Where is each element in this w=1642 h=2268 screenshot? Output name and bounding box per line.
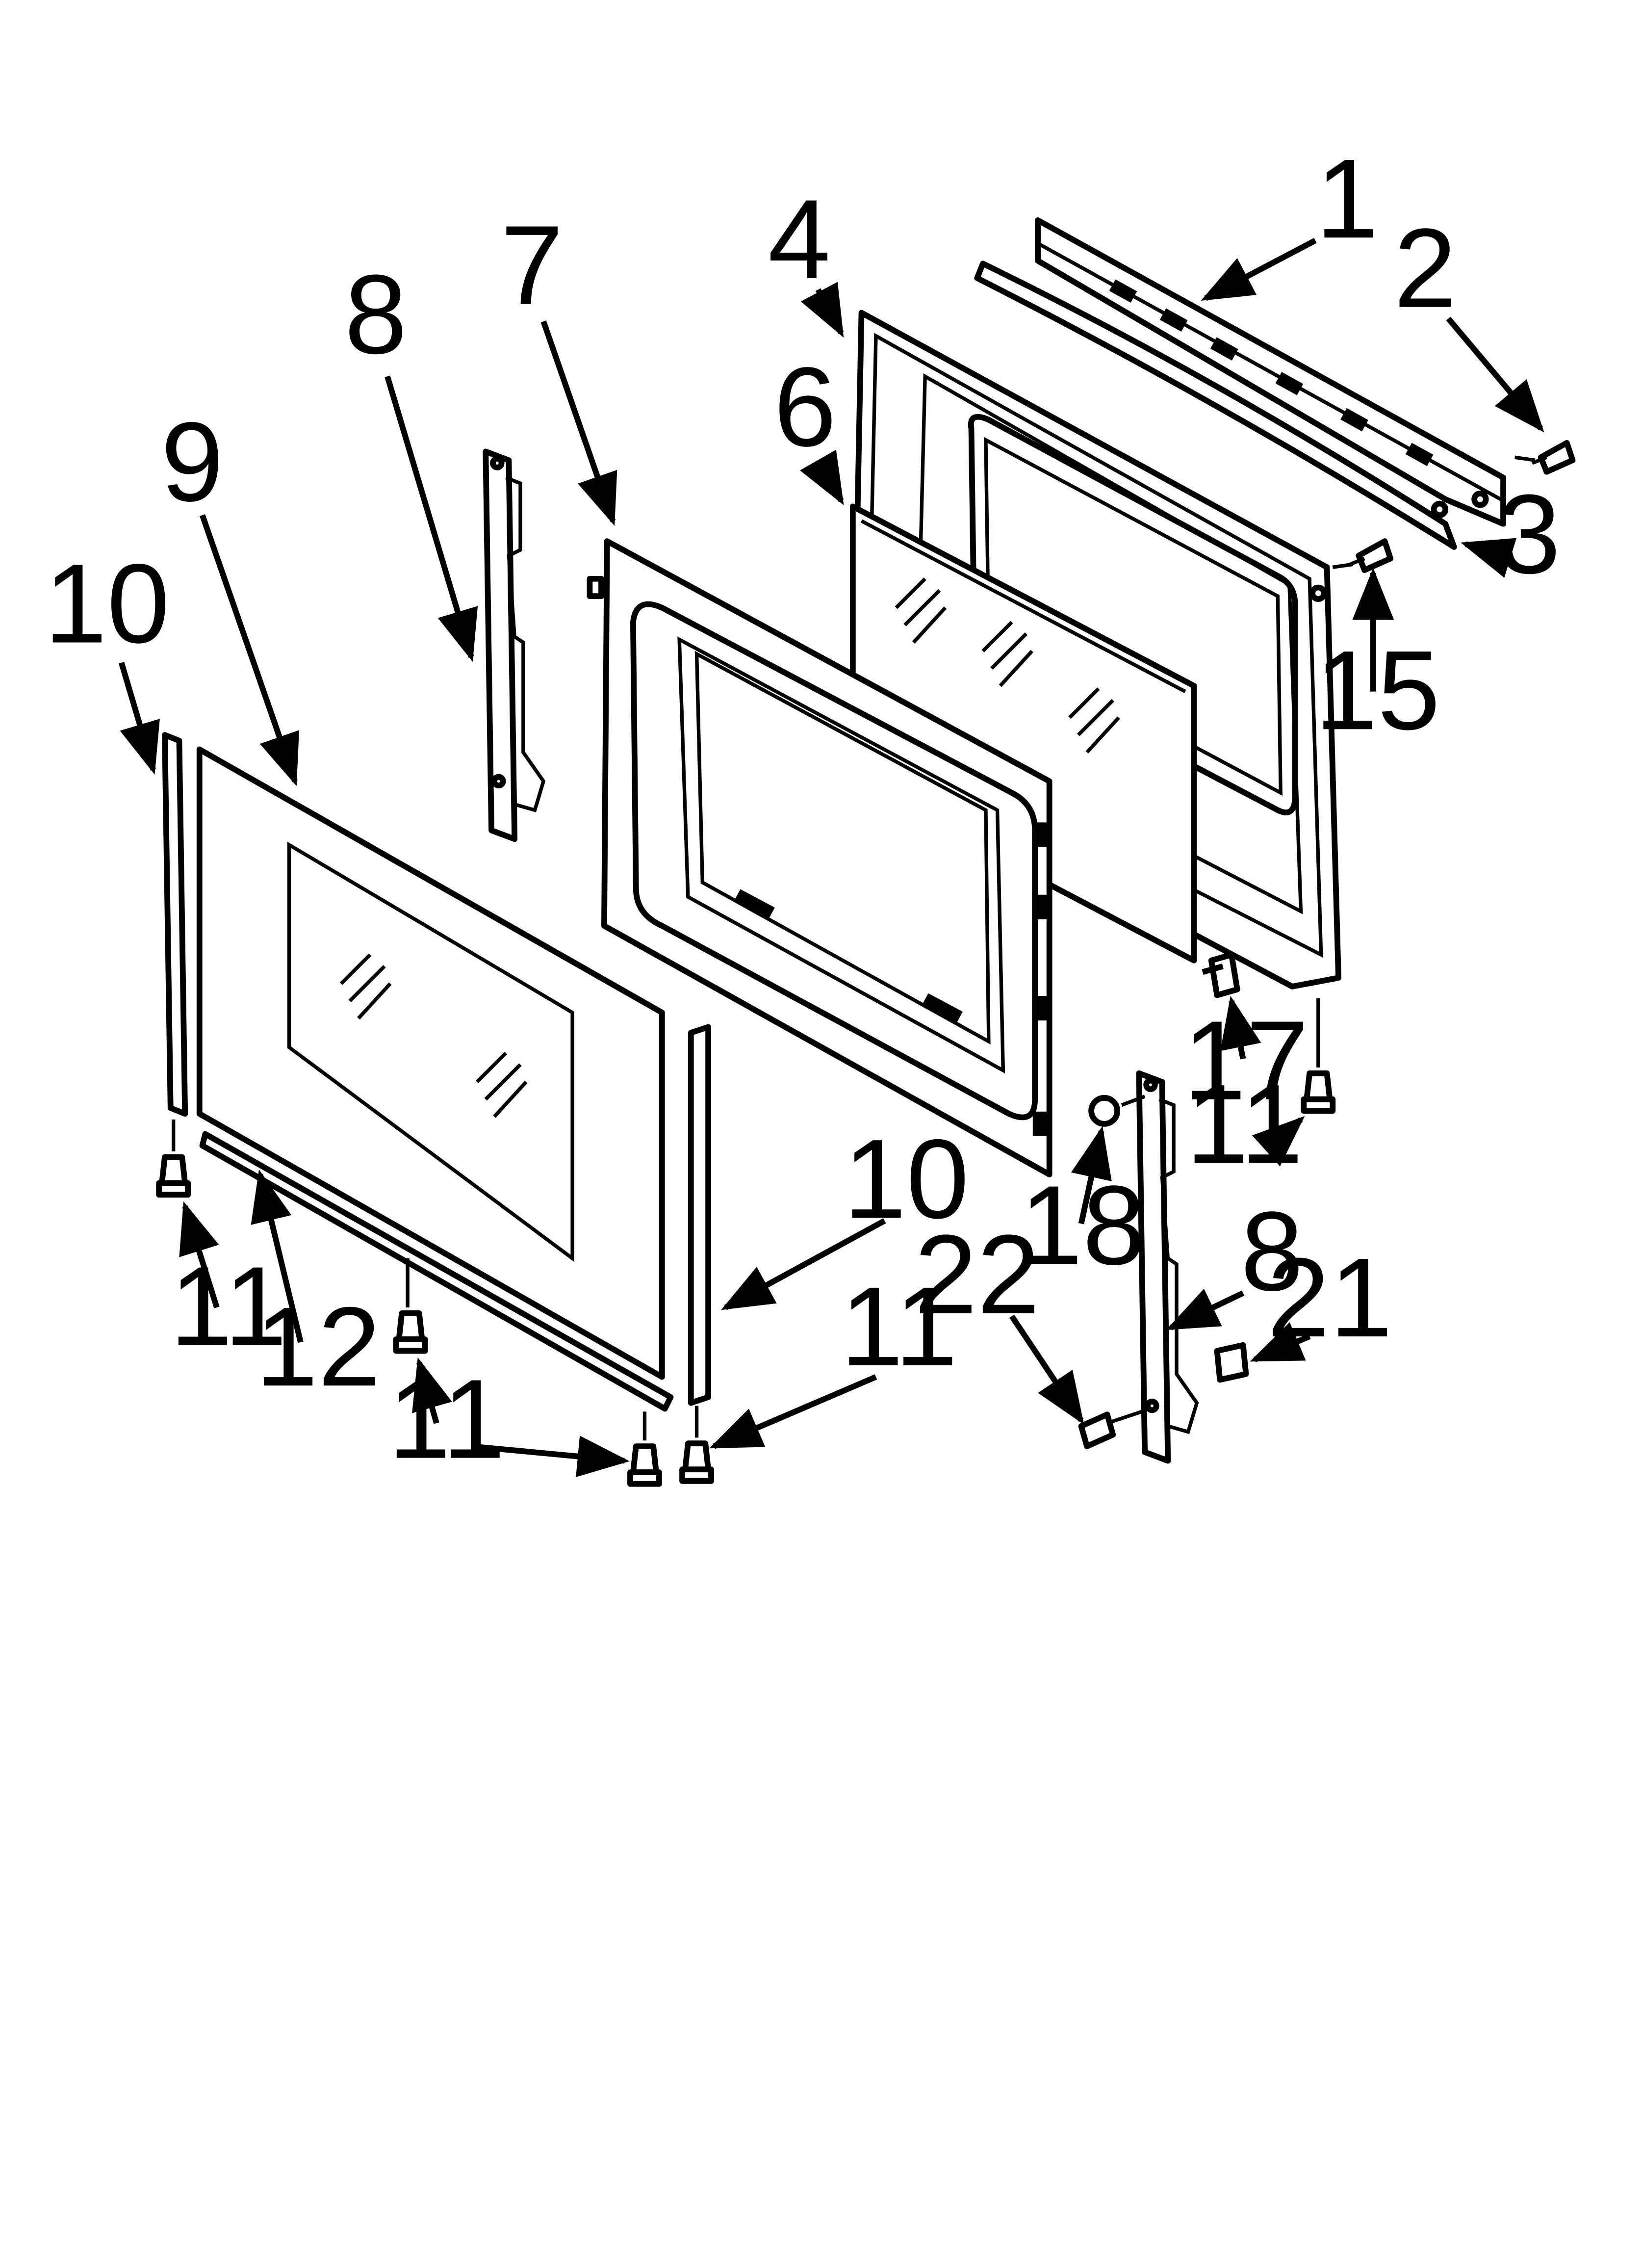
outer-glass-glare — [339, 953, 528, 1118]
callout-8-right: 8 — [1241, 1188, 1304, 1314]
callout-11-a: 11 — [170, 1243, 287, 1369]
callout-21: 21 — [1267, 1234, 1393, 1360]
part-outer-glass — [196, 746, 665, 1380]
callout-7: 7 — [501, 202, 564, 328]
vent-slots — [1109, 279, 1434, 467]
callout-2: 2 — [1394, 205, 1457, 331]
callout-labels: 1 2 3 4 6 7 8 8 9 10 10 11 11 11 11 12 1… — [44, 135, 1561, 1482]
part-side-trim-left — [162, 732, 188, 1117]
part-hinge-right — [1136, 1070, 1199, 1464]
callout-9: 9 — [161, 399, 224, 525]
callout-10-left: 10 — [44, 540, 170, 666]
part-screw-11-e — [1301, 1070, 1336, 1114]
part-screw-11-b — [393, 1310, 428, 1354]
callout-18: 18 — [1020, 1162, 1146, 1288]
callout-11-c: 11 — [841, 1263, 958, 1389]
leader-lines — [118, 237, 1544, 1477]
callout-11-d: 11 — [1186, 1061, 1303, 1187]
part-door-handle — [974, 261, 1457, 550]
callout-22: 22 — [914, 1211, 1040, 1337]
frame-tabs — [587, 575, 1049, 1136]
part-screw-11-d — [679, 1440, 714, 1484]
part-clip-21 — [1214, 1342, 1249, 1383]
part-screw-11-c — [627, 1443, 662, 1487]
part-vent-trim — [1035, 217, 1506, 527]
callout-11-b: 11 — [388, 1356, 505, 1482]
part-door-frame — [587, 538, 1052, 1177]
part-screw-22 — [1078, 1409, 1143, 1449]
callout-17: 17 — [1183, 997, 1309, 1123]
glass-glare — [895, 577, 1120, 754]
part-hinge-left — [483, 448, 546, 842]
part-bottom-trim — [199, 1131, 674, 1412]
callout-1: 1 — [1316, 135, 1379, 261]
part-bumper-18 — [1088, 1095, 1121, 1127]
callout-3: 3 — [1498, 471, 1561, 597]
callout-8-left: 8 — [344, 251, 407, 377]
part-side-trim-right — [688, 1024, 712, 1406]
part-clip-17 — [1202, 952, 1240, 998]
part-screw-11-a — [156, 1154, 191, 1198]
callout-15: 15 — [1315, 627, 1440, 753]
callout-4: 4 — [768, 176, 831, 302]
callout-6: 6 — [774, 344, 837, 470]
callout-10-right: 10 — [844, 1116, 969, 1242]
callout-12: 12 — [256, 1283, 381, 1409]
part-screw-15 — [1349, 538, 1394, 573]
part-screw-2 — [1531, 440, 1576, 475]
